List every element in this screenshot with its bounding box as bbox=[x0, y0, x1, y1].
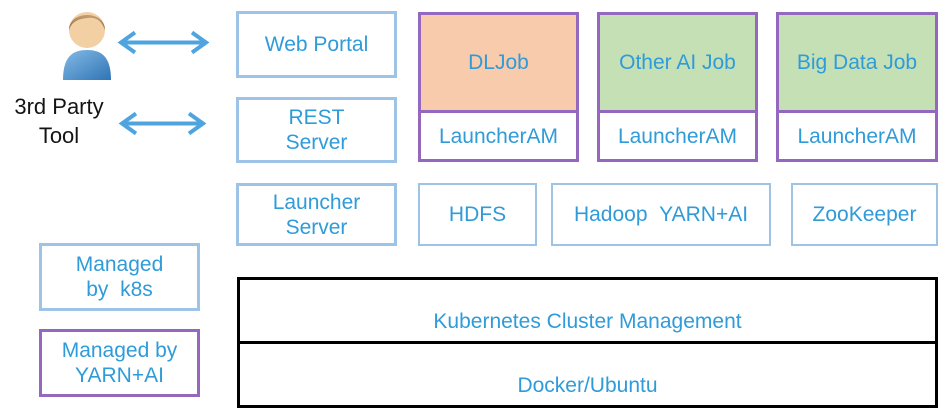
kubernetes-label: Kubernetes Cluster Management bbox=[433, 310, 742, 333]
launcher-server-box: Launcher Server bbox=[236, 183, 397, 246]
launcher-am-label: LauncherAM bbox=[617, 124, 738, 148]
other-ai-job-card: Other AI Job LauncherAM bbox=[597, 12, 758, 162]
other-ai-job-header: Other AI Job bbox=[600, 15, 755, 113]
kubernetes-row: Kubernetes Cluster Management bbox=[240, 280, 935, 344]
zookeeper-box: ZooKeeper bbox=[791, 183, 938, 246]
docker-ubuntu-label: Docker/Ubuntu bbox=[517, 374, 658, 397]
hdfs-label: HDFS bbox=[448, 203, 507, 226]
double-arrow-top-icon bbox=[117, 30, 210, 55]
web-portal-box: Web Portal bbox=[236, 11, 397, 78]
person-icon bbox=[63, 12, 111, 80]
legend-managed-by-k8s: Managed by k8s bbox=[39, 243, 200, 311]
big-data-job-launcher-am: LauncherAM bbox=[779, 113, 935, 159]
dljob-launcher-am: LauncherAM bbox=[421, 113, 576, 159]
dljob-title: DLJob bbox=[468, 51, 529, 74]
hdfs-box: HDFS bbox=[418, 183, 537, 246]
double-arrow-bottom-icon bbox=[118, 111, 207, 136]
legend-managed-by-yarn: Managed by YARN+AI bbox=[39, 329, 200, 397]
launcher-am-label: LauncherAM bbox=[438, 124, 559, 148]
dljob-card: DLJob LauncherAM bbox=[418, 12, 579, 162]
big-data-job-header: Big Data Job bbox=[779, 15, 935, 113]
docker-row: Docker/Ubuntu bbox=[240, 344, 935, 405]
big-data-job-title: Big Data Job bbox=[796, 51, 918, 74]
hadoop-yarn-label: Hadoop YARN+AI bbox=[573, 203, 749, 226]
big-data-job-card: Big Data Job LauncherAM bbox=[776, 12, 938, 162]
other-ai-job-launcher-am: LauncherAM bbox=[600, 113, 755, 159]
web-portal-label: Web Portal bbox=[264, 33, 369, 56]
third-party-tool-label: 3rd Party Tool bbox=[14, 94, 104, 148]
launcher-server-label: Launcher Server bbox=[272, 190, 361, 239]
other-ai-job-title: Other AI Job bbox=[619, 51, 736, 74]
platform-stack: Kubernetes Cluster Management Docker/Ubu… bbox=[237, 277, 938, 408]
dljob-header: DLJob bbox=[421, 15, 576, 113]
rest-server-box: REST Server bbox=[236, 97, 397, 163]
rest-server-label: REST Server bbox=[285, 106, 348, 154]
legend-yarn-label: Managed by YARN+AI bbox=[61, 339, 178, 387]
hadoop-yarn-box: Hadoop YARN+AI bbox=[551, 183, 771, 246]
launcher-am-label: LauncherAM bbox=[797, 124, 917, 148]
zookeeper-label: ZooKeeper bbox=[812, 203, 917, 226]
legend-k8s-label: Managed by k8s bbox=[75, 253, 164, 301]
